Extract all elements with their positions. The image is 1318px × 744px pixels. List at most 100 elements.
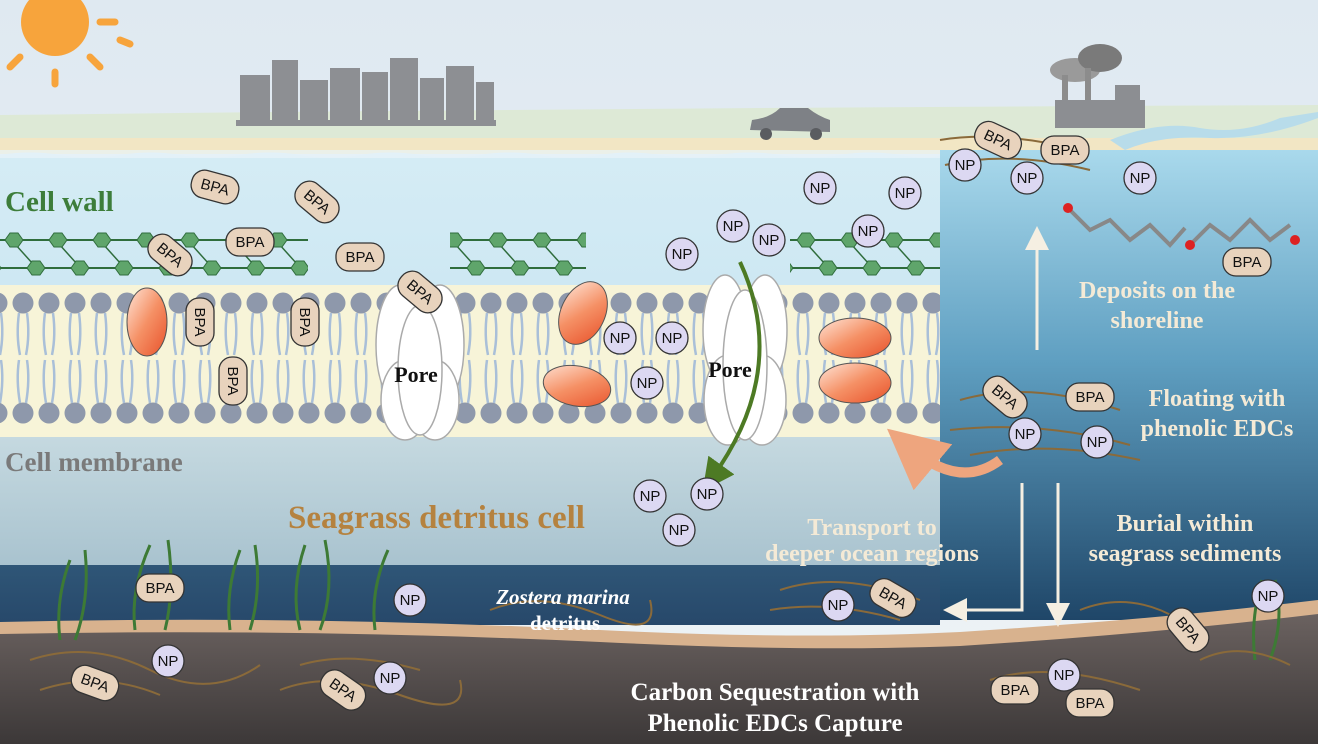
membrane-proteins (126, 281, 892, 408)
river (1110, 112, 1318, 150)
deposits-label-1: Deposits on the (1079, 278, 1235, 304)
bpa-badge-label: BPA (1076, 695, 1105, 712)
cell-interior-region (0, 437, 940, 565)
transport-label-1: Transport to (807, 515, 937, 541)
deposits-label-2: shoreline (1111, 308, 1204, 334)
zostera-label-2: detritus (530, 611, 600, 635)
np-badge-label: NP (637, 375, 658, 392)
bpa-badge: BPA (335, 242, 385, 272)
np-badge-label: NP (669, 522, 690, 539)
bpa-badge-label: BPA (1076, 389, 1105, 406)
sorption-arrow (887, 428, 1003, 491)
np-badge: NP (662, 513, 696, 547)
np-badge: NP (655, 321, 689, 355)
np-badge-label: NP (810, 180, 831, 197)
np-badge: NP (1008, 417, 1042, 451)
np-badge: NP (803, 171, 837, 205)
floating-label-1: Floating with (1149, 386, 1286, 412)
np-badge: NP (821, 588, 855, 622)
np-badge: NP (948, 148, 982, 182)
np-badge: NP (1251, 579, 1285, 613)
np-badge-label: NP (828, 597, 849, 614)
np-badge-label: NP (759, 232, 780, 249)
floating-label-2: phenolic EDCs (1141, 416, 1294, 442)
bpa-badge: BPA (225, 227, 275, 257)
cell-wall-chains (0, 228, 940, 280)
np-badge-label: NP (400, 592, 421, 609)
np-badge: NP (633, 479, 667, 513)
np-badge: NP (151, 644, 185, 678)
sediment-layer (0, 614, 1318, 744)
bpa-badge-label: BPA (224, 367, 241, 396)
bpa-badge: BPA (1040, 135, 1090, 165)
bpa-badge: BPA (1222, 247, 1272, 277)
np-badge: NP (1080, 425, 1114, 459)
pore-label-right: Pore (708, 357, 752, 382)
bpa-badge: BPA (1065, 688, 1115, 718)
bpa-badge: BPA (290, 297, 320, 347)
bpa-badge-label: BPA (199, 176, 231, 200)
city-skyline-icon (236, 58, 496, 126)
np-badge: NP (603, 321, 637, 355)
np-badge-label: NP (380, 670, 401, 687)
np-badge-label: NP (955, 157, 976, 174)
transport-arrow (943, 483, 1024, 622)
bpa-badge: BPA (135, 573, 185, 603)
np-badge: NP (716, 209, 750, 243)
np-badge: NP (888, 176, 922, 210)
bpa-badge-label: BPA (346, 249, 375, 266)
bpa-molecule-icons (1063, 203, 1300, 250)
np-badge-label: NP (1130, 170, 1151, 187)
np-badge: NP (690, 477, 724, 511)
np-badge: NP (752, 223, 786, 257)
burial-label-1: Burial within (1117, 511, 1254, 537)
bpa-badge-label: BPA (191, 308, 208, 337)
bpa-badge-label: BPA (296, 308, 313, 337)
np-badge-label: NP (697, 486, 718, 503)
edc-badges: BPA BPA BPA BPA BPA BPA BPA BPA BPA BPA BPA BPA BPA B… (70, 120, 1285, 718)
np-badge-label: NP (640, 488, 661, 505)
bpa-badge: BPA (185, 297, 215, 347)
car-icon (750, 108, 830, 140)
uptake-arrow (702, 261, 762, 491)
np-badge: NP (393, 583, 427, 617)
bpa-badge: BPA (869, 577, 917, 619)
bpa-badge: BPA (990, 675, 1040, 705)
np-badge: NP (1047, 658, 1081, 692)
burial-label-2: seagrass sediments (1089, 541, 1282, 567)
bpa-badge-label: BPA (146, 580, 175, 597)
cell-membrane-label: Cell membrane (5, 447, 183, 477)
np-badge: NP (665, 237, 699, 271)
np-badge-label: NP (1258, 588, 1279, 605)
np-badge-label: NP (1015, 426, 1036, 443)
seagrass-cell-label: Seagrass detritus cell (288, 500, 585, 536)
np-badge-label: NP (723, 218, 744, 235)
cell-wall-label: Cell wall (5, 186, 114, 218)
carbon-label-1: Carbon Sequestration with (631, 679, 920, 706)
np-badge-label: NP (895, 185, 916, 202)
np-badge-label: NP (610, 330, 631, 347)
np-badge: NP (1123, 161, 1157, 195)
pore-channel-left (375, 284, 465, 441)
pore-label-left: Pore (394, 362, 438, 387)
np-badge-label: NP (1054, 667, 1075, 684)
np-badge: NP (851, 214, 885, 248)
bpa-badge-label: BPA (1233, 254, 1262, 271)
bpa-badge: BPA (70, 664, 120, 702)
sun-icon (6, 0, 134, 88)
bpa-badge: BPA (973, 120, 1023, 160)
bpa-badge-label: BPA (1051, 142, 1080, 159)
factory-icon (1050, 44, 1145, 128)
transport-label-2: deeper ocean regions (765, 541, 979, 567)
np-badge-label: NP (662, 330, 683, 347)
bpa-badge: BPA (319, 669, 367, 711)
np-badge: NP (373, 661, 407, 695)
np-badge: NP (630, 366, 664, 400)
bpa-badge: BPA (1065, 382, 1115, 412)
np-badge-label: NP (858, 223, 879, 240)
np-badge-label: NP (1087, 434, 1108, 451)
bpa-badge-label: BPA (236, 234, 265, 251)
bpa-badge: BPA (190, 169, 240, 205)
np-badge: NP (1010, 161, 1044, 195)
